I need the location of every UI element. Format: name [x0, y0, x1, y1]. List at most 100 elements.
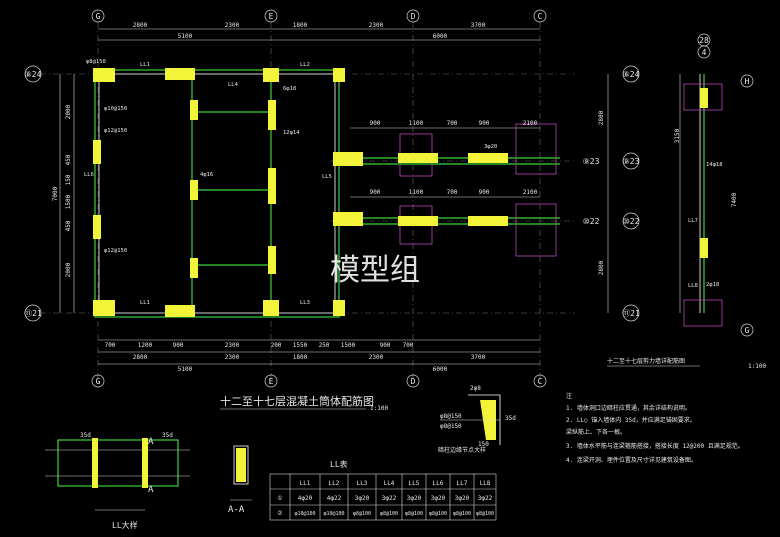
th-3: LL3: [357, 480, 368, 487]
dim-left-2: 450: [65, 154, 72, 165]
detail-axis-8: ⑧24: [623, 70, 640, 79]
detail-dim-4: 7400: [731, 192, 738, 207]
detail-scale: 1:100: [748, 363, 766, 370]
ll-section-mark-top: A: [148, 437, 154, 447]
dim-left-4: 1500: [65, 194, 72, 209]
watermark: 模型组: [330, 253, 420, 288]
label-rebar-6: 6φ18: [283, 86, 296, 92]
dim-left-6: 2000: [65, 262, 72, 277]
label-rebar-10: 14φ18: [706, 162, 723, 168]
detail-axis-h: H: [745, 77, 750, 86]
mid-dim-1: 900: [370, 120, 381, 127]
dim-bot-1: 700: [105, 342, 116, 349]
label-ll1-bot: LL1: [140, 300, 150, 306]
r2-0: ②: [277, 510, 282, 517]
label-rebar-3: φ12@150: [104, 128, 127, 134]
label-ll1-top: LL1: [140, 62, 150, 68]
plan-title: 十二至十七层混凝土筒体配筋图: [220, 394, 374, 408]
corner-dim-1: 2φ8: [470, 385, 481, 392]
dim-bot-3: 900: [173, 342, 184, 349]
axis-label-mid-9: ⑨23: [583, 157, 600, 166]
label-ll2: LL2: [300, 62, 310, 68]
dim-bot-8: 1500: [341, 342, 356, 349]
detail-dim-2: 2800: [598, 260, 605, 275]
mid-dim-9: 900: [479, 189, 490, 196]
dim-bot2-4: 2300: [369, 354, 384, 361]
r2-3: φ8@100: [353, 511, 371, 517]
dim-top2-2: 6000: [433, 33, 448, 40]
note-1: 1. 墙体洞口边暗柱应贯通，其余详结构说明。: [566, 404, 691, 412]
grid-lines: [40, 22, 575, 385]
dim-top-2: 2300: [225, 22, 240, 29]
dim-bot-10: 700: [403, 342, 414, 349]
axis-bubbles-top: [24, 9, 754, 388]
r1-8: 3φ22: [478, 495, 493, 502]
mid-dim-2: 1100: [409, 120, 424, 127]
dim-bot-9: 900: [380, 342, 391, 349]
axis-label-bottom-d: D: [411, 377, 416, 386]
dim-bot3-1: 5100: [178, 366, 193, 373]
r1-2: 4φ22: [327, 495, 342, 502]
th-1: LL1: [300, 480, 311, 487]
dim-top-5: 3700: [471, 22, 486, 29]
detail-title: 十二至十七层剪力墙详配筋图: [607, 357, 685, 365]
label-ll5: LL5: [322, 174, 332, 180]
dim-top-1: 2800: [133, 22, 148, 29]
label-ll7: LL7: [688, 218, 698, 224]
note-4: 4. 连梁开洞、埋件位置及尺寸详见建筑设备图。: [566, 456, 697, 464]
axis-label-top-e: E: [269, 12, 274, 21]
mid-dim-8: 700: [447, 189, 458, 196]
th-2: LL2: [329, 480, 340, 487]
r1-4: 3φ22: [382, 495, 397, 502]
dim-bot2-5: 3700: [471, 354, 486, 361]
label-rebar-8: 3φ20: [484, 144, 497, 150]
dim-bot-5: 200: [271, 342, 282, 349]
dim-bot-6: 1550: [293, 342, 308, 349]
dim-bot-7: 250: [319, 342, 330, 349]
corner-dim-2: φ8@150: [440, 413, 462, 420]
th-5: LL5: [409, 480, 420, 487]
r2-7: φ8@100: [453, 511, 471, 517]
dim-bot-4: 2300: [225, 342, 240, 349]
note-2: 2. LL○ 锚入墙体内 35d，并应满足锚固要求。: [566, 416, 696, 424]
corner-detail-label: 暗柱边缘节点大样: [438, 446, 486, 454]
axis-label-left-11: ⑪21: [24, 309, 42, 318]
axis-label-top-d: D: [411, 12, 416, 21]
r1-0: ①: [277, 495, 282, 502]
r2-4: φ8@100: [380, 511, 398, 517]
th-6: LL6: [433, 480, 444, 487]
detail-axis-4: 4: [702, 48, 707, 57]
detail-axis-g: G: [745, 326, 750, 335]
axis-label-top-g: G: [96, 12, 101, 21]
corner-detail: [440, 394, 501, 445]
dim-left-3: 150: [65, 174, 72, 185]
note-2b: 梁纵筋上、下各一根。: [566, 428, 626, 436]
detail-dim-1: 2800: [598, 110, 605, 125]
ll-35d-left: 35d: [80, 432, 91, 439]
axis-label-top-c: C: [538, 12, 543, 21]
mid-dim-3: 700: [447, 120, 458, 127]
r2-2: φ10@100: [323, 511, 344, 517]
plan-scale: 1:100: [370, 405, 388, 412]
dim-left-1: 2000: [65, 104, 72, 119]
boundary-columns: [93, 68, 708, 317]
r1-3: 3φ20: [355, 495, 370, 502]
label-rebar-4: φ12@150: [104, 248, 127, 254]
mid-dim-10: 2100: [523, 189, 538, 196]
detail-axis-11: ⑪21: [622, 309, 640, 318]
core-walls: [94, 69, 705, 318]
r2-5: φ8@100: [405, 511, 423, 517]
dim-bot-2: 1200: [138, 342, 153, 349]
dim-bot2-2: 2300: [225, 354, 240, 361]
ll-35d-right: 35d: [162, 432, 173, 439]
detail-dim-3: 3150: [674, 128, 681, 143]
detail-axis-10: ⑩22: [623, 217, 640, 226]
r1-6: 3φ20: [431, 495, 446, 502]
label-rebar-5: 4φ16: [200, 172, 213, 178]
corner-dim-5: 150: [478, 441, 489, 448]
axis-label-mid-10: ⑩22: [583, 217, 600, 226]
section-label: A-A: [228, 505, 245, 515]
label-rebar-2: φ10@150: [104, 106, 127, 112]
label-ll8: LL8: [688, 283, 698, 289]
